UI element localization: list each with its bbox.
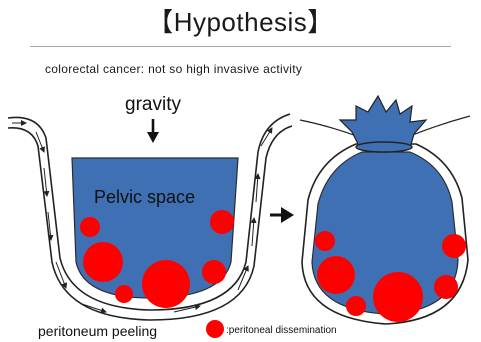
legend-label: :peritoneal dissemination — [226, 325, 337, 336]
nodule — [80, 217, 100, 237]
nodule — [315, 231, 335, 251]
sac-tied-top — [340, 96, 426, 148]
nodule — [142, 260, 190, 308]
nodule — [210, 210, 234, 234]
sac-neck-knot — [356, 142, 412, 152]
nodule — [434, 275, 458, 299]
gravity-label: gravity — [125, 94, 181, 115]
nodule — [442, 234, 466, 258]
pelvic-cavity-diagram: gravity Pelvic space — [8, 94, 292, 320]
nodule — [346, 296, 366, 316]
transition-arrow — [270, 207, 294, 223]
nodule — [83, 242, 123, 282]
peeling-label: peritoneum peeling — [38, 323, 157, 339]
legend-nodule-swatch — [206, 320, 224, 338]
pelvic-space-label: Pelvic space — [94, 187, 195, 207]
closed-sac-diagram — [300, 96, 470, 324]
nodule — [317, 256, 355, 294]
nodule — [202, 260, 226, 284]
nodule — [115, 285, 133, 303]
gravity-arrowhead — [147, 132, 159, 143]
nodule — [373, 272, 423, 322]
